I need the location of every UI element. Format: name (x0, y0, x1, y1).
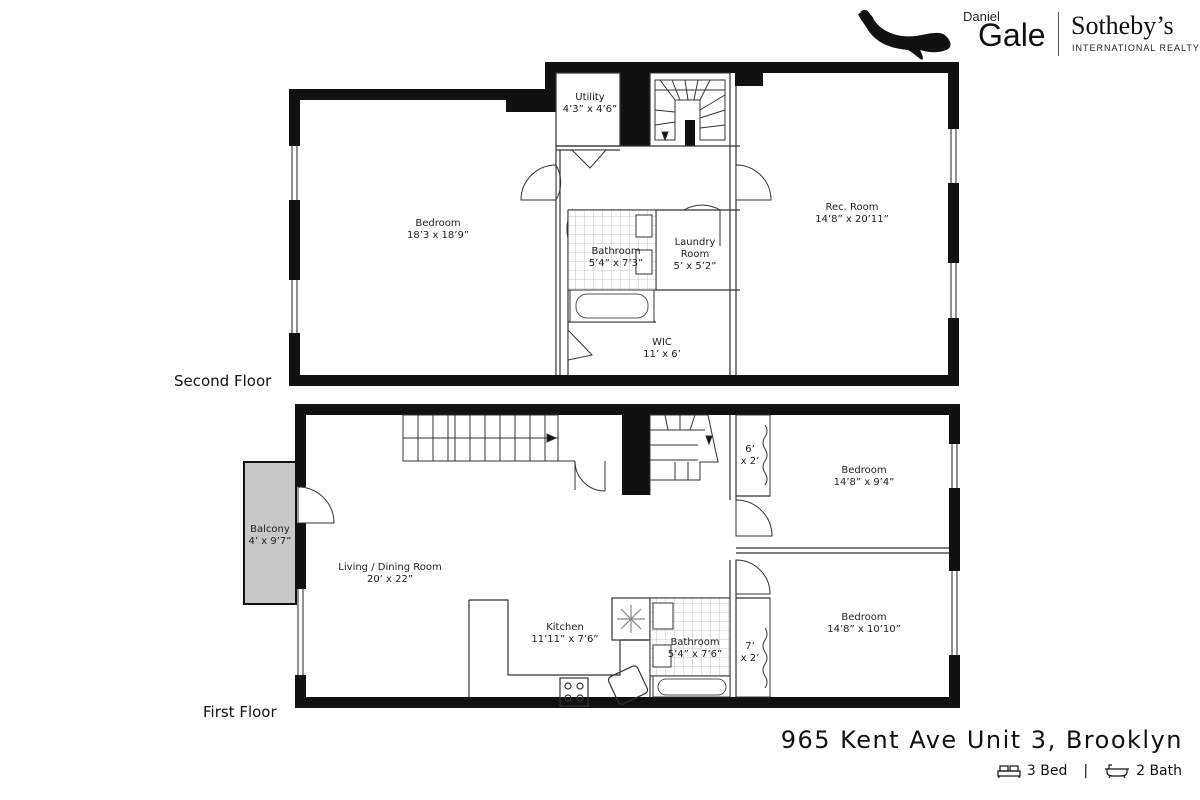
second-floor-plan (289, 62, 959, 386)
first-floor-label: First Floor (203, 703, 277, 721)
second-floor-walls (289, 62, 959, 386)
first-floor-bathroom-fixtures (649, 597, 731, 698)
first-floor-stairs-left (402, 414, 606, 492)
closet-6x2-label: 6’x 2’ (740, 444, 760, 467)
first-floor-closets (735, 414, 771, 698)
whale-icon (858, 9, 951, 60)
second-floor-doors (520, 149, 772, 361)
listing-address: 965 Kent Ave Unit 3, Brooklyn (780, 726, 1183, 754)
first-floor-walls (295, 404, 960, 708)
balcony-door (297, 486, 335, 524)
second-floor-stairs (649, 72, 731, 147)
brand-gale-text: Gale (978, 17, 1046, 53)
facts-separator: | (1083, 763, 1089, 779)
brand-separator (1058, 12, 1059, 56)
first-floor-plan (243, 404, 960, 708)
brand-daniel-text: Daniel (963, 9, 1000, 24)
closet-7x2-label: 7’x 2’ (740, 641, 760, 664)
brand-sothebys-text: Sotheby’s (1071, 11, 1174, 40)
listing-facts: 3 Bed | 2 Bath (997, 763, 1182, 779)
beds-count: 3 Bed (1026, 763, 1068, 779)
balcony-area (243, 461, 297, 605)
second-floor-bathroom-fixtures (567, 209, 657, 323)
first-floor-windows (297, 444, 958, 675)
brand-international-text: INTERNATIONAL REALTY (1072, 43, 1200, 53)
kitchen-counters (468, 597, 651, 707)
first-floor-stairs-right (649, 414, 719, 495)
bed-icon (997, 765, 1021, 778)
second-floor-windows (291, 129, 957, 333)
baths-count: 2 Bath (1136, 763, 1182, 779)
second-floor-label: Second Floor (174, 372, 272, 390)
bathtub-icon (1105, 764, 1130, 779)
